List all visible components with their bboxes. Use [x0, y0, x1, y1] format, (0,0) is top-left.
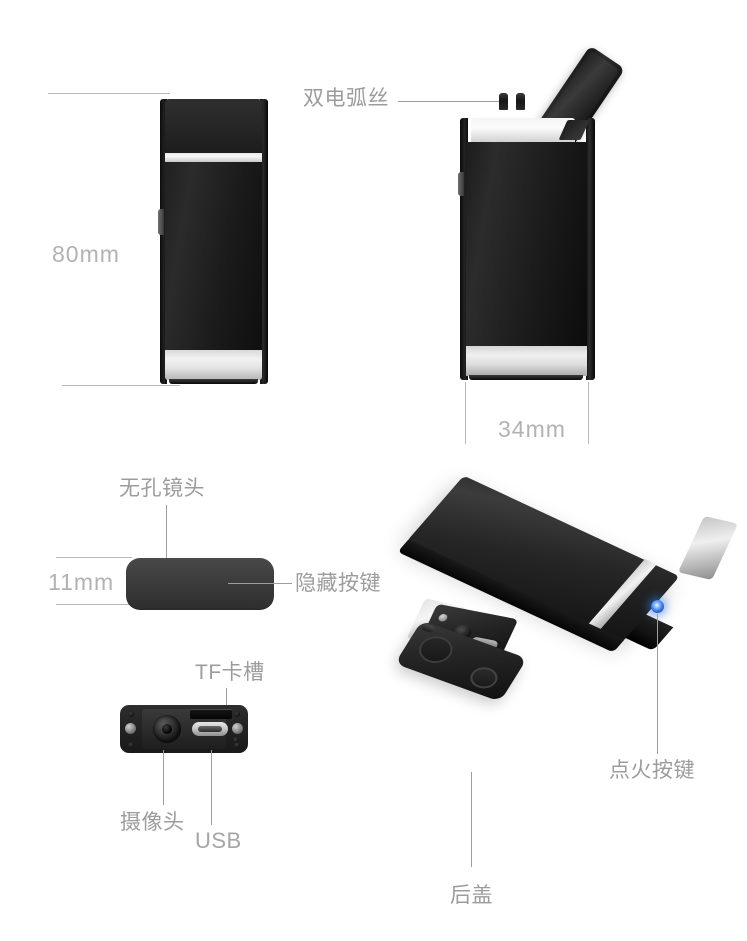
front-silver-base: [165, 350, 262, 380]
front-base-foot: [169, 379, 258, 384]
open-silver-base: [466, 346, 587, 376]
callout-label-hidden-button: 隐藏按键: [295, 572, 381, 595]
dimension-extension-line-bottom-80mm: [62, 385, 180, 386]
front-body-panel: [165, 162, 262, 352]
back-cover-recess-b: [465, 663, 503, 692]
perspective-screw-a: [437, 613, 449, 623]
dimension-extension-line-bottom-11mm: [56, 604, 132, 605]
lighter-perspective-view: [394, 475, 747, 785]
end-cap-hole-top-right: [234, 711, 240, 717]
dimension-extension-line-top-11mm: [56, 557, 132, 558]
open-side-button: [458, 172, 464, 196]
front-lid-cap: [165, 99, 262, 153]
open-left-edge: [460, 118, 468, 380]
callout-label-pinhole-lens: 无孔镜头: [119, 477, 205, 500]
end-cap-hole-bottom-left: [128, 742, 134, 748]
open-silver-top-plate: [471, 118, 575, 142]
open-right-edge: [586, 118, 595, 380]
end-cap-hole-bottom-right: [234, 742, 240, 748]
dimension-extension-line-top-80mm: [48, 93, 170, 94]
callout-leader-hidden-button: [228, 583, 292, 584]
usb-port: [192, 722, 228, 736]
end-cap-screw-right: [232, 723, 243, 734]
front-left-edge: [160, 99, 167, 384]
dimension-extension-line-right-34mm: [588, 382, 589, 444]
lighter-front-view: [158, 99, 268, 384]
end-cap-ports-view: [120, 705, 248, 753]
callout-leader-usb: [211, 750, 212, 825]
open-body-panel: [466, 142, 587, 346]
open-base-foot: [469, 375, 583, 380]
callout-label-dual-arc: 双电弧丝: [303, 87, 389, 110]
callout-leader-pinhole-lens: [166, 505, 167, 583]
callout-label-camera: 摄像头: [120, 811, 185, 834]
back-cover-tab: [420, 623, 436, 634]
dimension-label-11mm: 11mm: [48, 569, 115, 595]
ignition-button-led: [651, 600, 664, 613]
perspective-far-silver-cap: [677, 515, 739, 581]
arc-electrode-left: [499, 93, 508, 110]
lighter-open-view: [458, 100, 595, 380]
callout-label-usb: USB: [195, 828, 242, 853]
callout-leader-tf-slot: [226, 688, 227, 716]
callout-label-tf-slot: TF卡槽: [195, 661, 265, 684]
callout-leader-camera: [163, 750, 164, 805]
camera-lens: [153, 715, 181, 743]
front-silver-seam: [165, 153, 262, 162]
dimension-label-80mm: 80mm: [52, 241, 120, 267]
callout-label-back-cover: 后盖: [450, 884, 493, 907]
dimension-label-34mm: 34mm: [498, 416, 566, 442]
end-cap-screw-left: [125, 723, 136, 734]
callout-label-ignition-button: 点火按键: [609, 759, 695, 782]
front-right-edge: [260, 99, 268, 384]
arc-electrode-right: [516, 93, 525, 110]
tf-card-slot: [190, 709, 232, 719]
reset-pinhole: [233, 737, 239, 743]
callout-leader-dual-arc: [398, 101, 502, 102]
dimension-extension-line-left-34mm: [465, 382, 466, 444]
end-cap-hole-top-left: [128, 711, 134, 717]
callout-leader-ignition-button: [657, 614, 658, 754]
lighter-edge-view: [126, 558, 274, 610]
callout-leader-back-cover: [471, 772, 472, 867]
back-cover-recess-a: [413, 632, 459, 668]
front-side-button: [158, 209, 164, 235]
